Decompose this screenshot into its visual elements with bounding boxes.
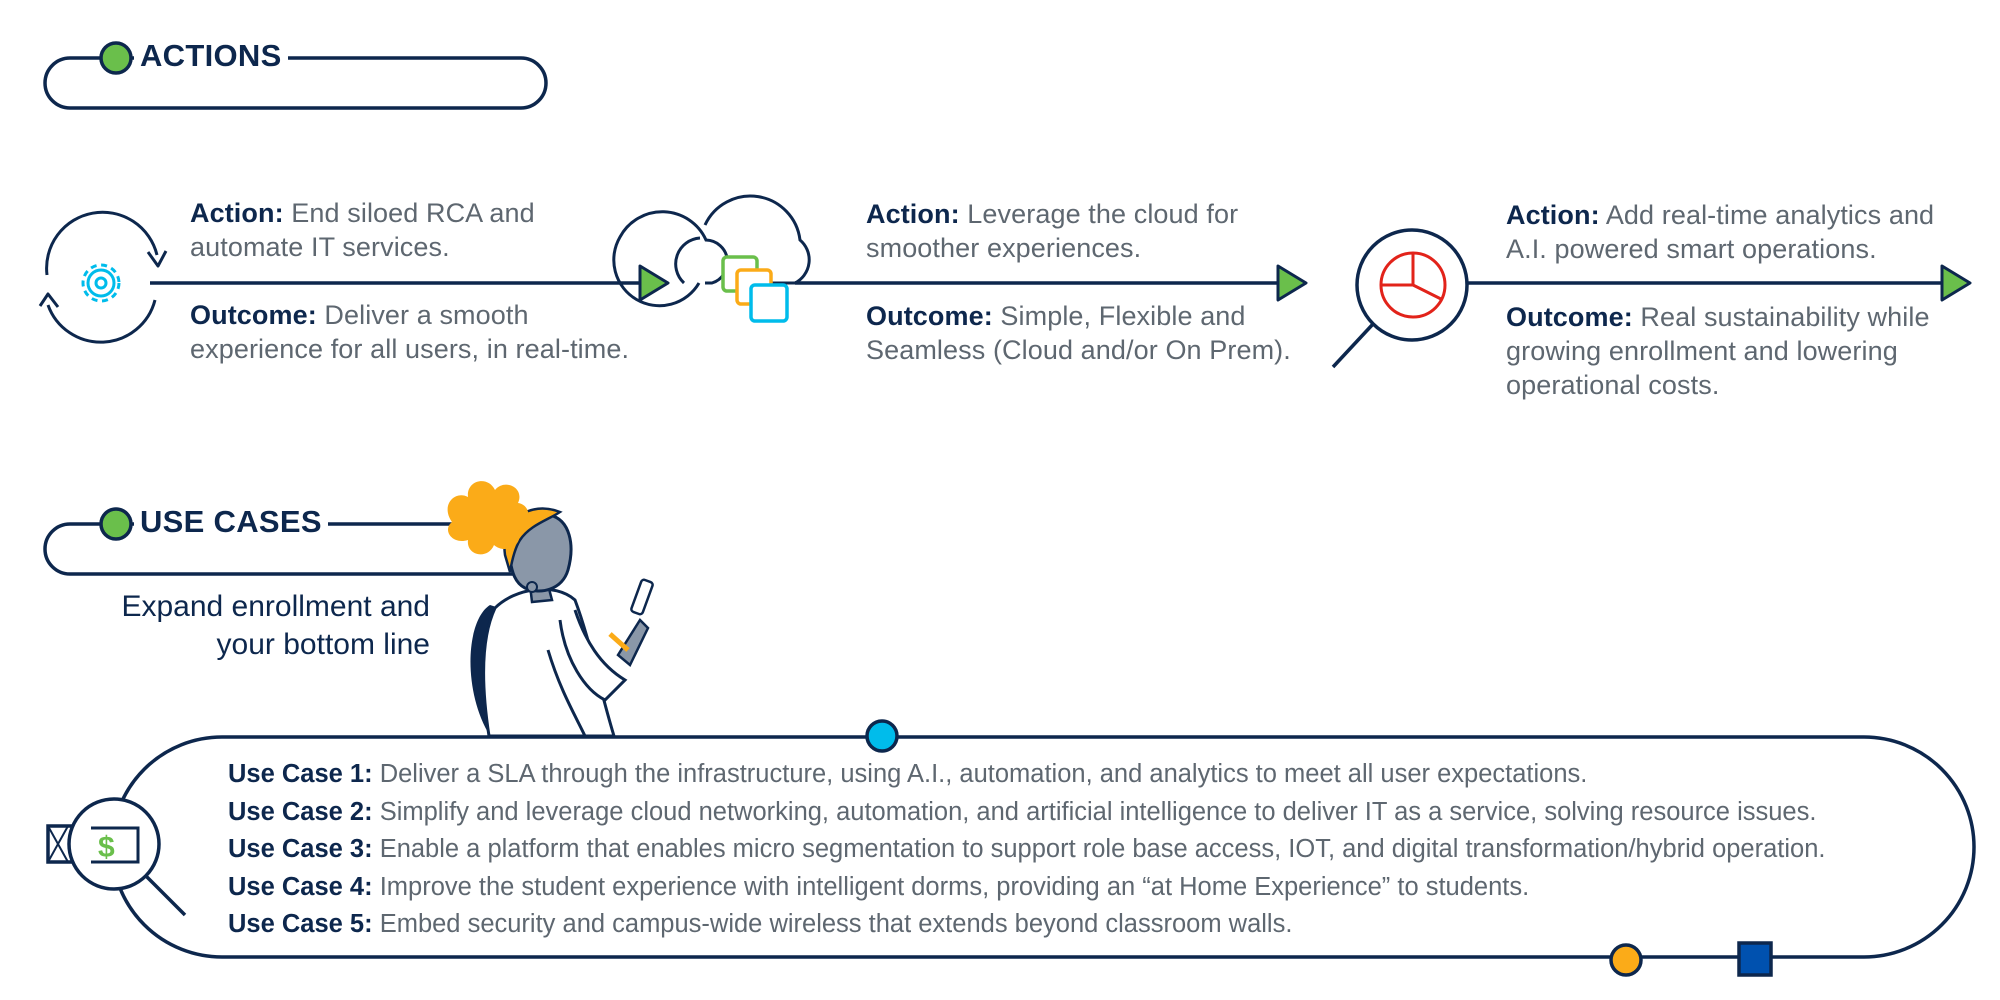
action-1-statement: Action: End siloed RCA and automate IT s…	[190, 196, 590, 264]
tagline-line-1: Expand enrollment and	[121, 590, 430, 623]
action-3-statement: Action: Add real-time analytics and A.I.…	[1506, 198, 1946, 266]
actions-pill	[43, 41, 548, 110]
action-1-outcome-text: Deliver a smooth experience for all user…	[190, 300, 630, 364]
student-illustration	[447, 481, 654, 738]
action-2-outcome-block: Outcome: Simple, Flexible and Seamless (…	[866, 299, 1326, 367]
action-1-outcome-block: Outcome: Deliver a smooth experience for…	[190, 298, 660, 366]
use-case-text: Embed security and campus-wide wireless …	[379, 910, 1293, 938]
play-arrow-icon	[638, 264, 670, 302]
use-case-label: Use Case 1:	[228, 760, 373, 788]
tagline-line-2: your bottom line	[216, 628, 430, 661]
action-3-arrow	[1467, 264, 1972, 302]
use-case-label: Use Case 3:	[228, 835, 373, 863]
action-1-outcome: Outcome: Deliver a smooth experience for…	[190, 298, 660, 366]
actions-heading: ACTIONS	[134, 38, 288, 74]
use-case-item: Use Case 4: Improve the student experien…	[228, 869, 1978, 907]
use-cases-bullet-icon	[99, 507, 133, 541]
cloud-windows-icon	[612, 194, 811, 323]
money-magnifier-icon: $	[46, 797, 187, 917]
use-case-label: Use Case 4:	[228, 872, 373, 901]
orange-dot-icon	[1609, 943, 1643, 977]
use-case-label: Use Case 5:	[228, 910, 373, 938]
use-case-list: Use Case 1: Deliver a SLA through the in…	[228, 756, 1978, 944]
use-case-text: Enable a platform that enables micro seg…	[379, 835, 1826, 863]
tagline: Expand enrollment and your bottom line	[60, 588, 430, 664]
play-arrow-icon	[1940, 264, 1972, 302]
action-3-text: Add real-time analytics and A.I. powered…	[1506, 200, 1935, 264]
action-2-outcome-label: Outcome:	[866, 301, 993, 331]
gear-cycle-icon	[38, 210, 168, 344]
use-case-item: Use Case 1: Deliver a SLA through the in…	[228, 756, 1978, 794]
play-arrow-icon	[1276, 264, 1308, 302]
action-1-arrow	[150, 264, 670, 302]
action-3-block: Action: Add real-time analytics and A.I.…	[1506, 198, 1946, 266]
action-3-outcome-block: Outcome: Real sustainability while growi…	[1506, 300, 1946, 402]
action-1-outcome-label: Outcome:	[190, 300, 317, 330]
use-case-item: Use Case 3: Enable a platform that enabl…	[228, 831, 1978, 869]
action-2-outcome-text: Simple, Flexible and Seamless (Cloud and…	[866, 301, 1291, 365]
action-2-text: Leverage the cloud for smoother experien…	[866, 199, 1239, 263]
action-3-outcome-text: Real sustainability while growing enroll…	[1506, 302, 1930, 400]
action-1-text: End siloed RCA and automate IT services.	[190, 198, 535, 262]
action-1-label: Action:	[190, 198, 284, 228]
action-2-statement: Action: Leverage the cloud for smoother …	[866, 197, 1266, 265]
use-case-text: Simplify and leverage cloud networking, …	[379, 797, 1817, 826]
use-case-item: Use Case 5: Embed security and campus-wi…	[228, 906, 1978, 944]
use-case-label: Use Case 2:	[228, 797, 373, 826]
use-cases-container	[110, 719, 1976, 977]
blue-square-icon	[1737, 941, 1773, 977]
use-case-text: Deliver a SLA through the infrastructure…	[379, 760, 1588, 788]
action-2-block: Action: Leverage the cloud for smoother …	[866, 197, 1266, 265]
use-case-item: Use Case 2: Simplify and leverage cloud …	[228, 794, 1978, 832]
use-case-text: Improve the student experience with inte…	[379, 872, 1530, 901]
actions-bullet-icon	[99, 41, 133, 75]
sky-dot-icon	[865, 719, 899, 753]
svg-text:$: $	[98, 831, 115, 864]
action-2-outcome: Outcome: Simple, Flexible and Seamless (…	[866, 299, 1326, 367]
action-3-outcome: Outcome: Real sustainability while growi…	[1506, 300, 1946, 402]
action-2-arrow	[795, 264, 1308, 302]
action-2-label: Action:	[866, 199, 960, 229]
action-3-outcome-label: Outcome:	[1506, 302, 1633, 332]
action-1-block: Action: End siloed RCA and automate IT s…	[190, 196, 590, 264]
use-cases-heading: USE CASES	[134, 504, 328, 540]
action-3-label: Action:	[1506, 200, 1600, 230]
magnifier-pie-chart-icon	[1331, 228, 1469, 369]
